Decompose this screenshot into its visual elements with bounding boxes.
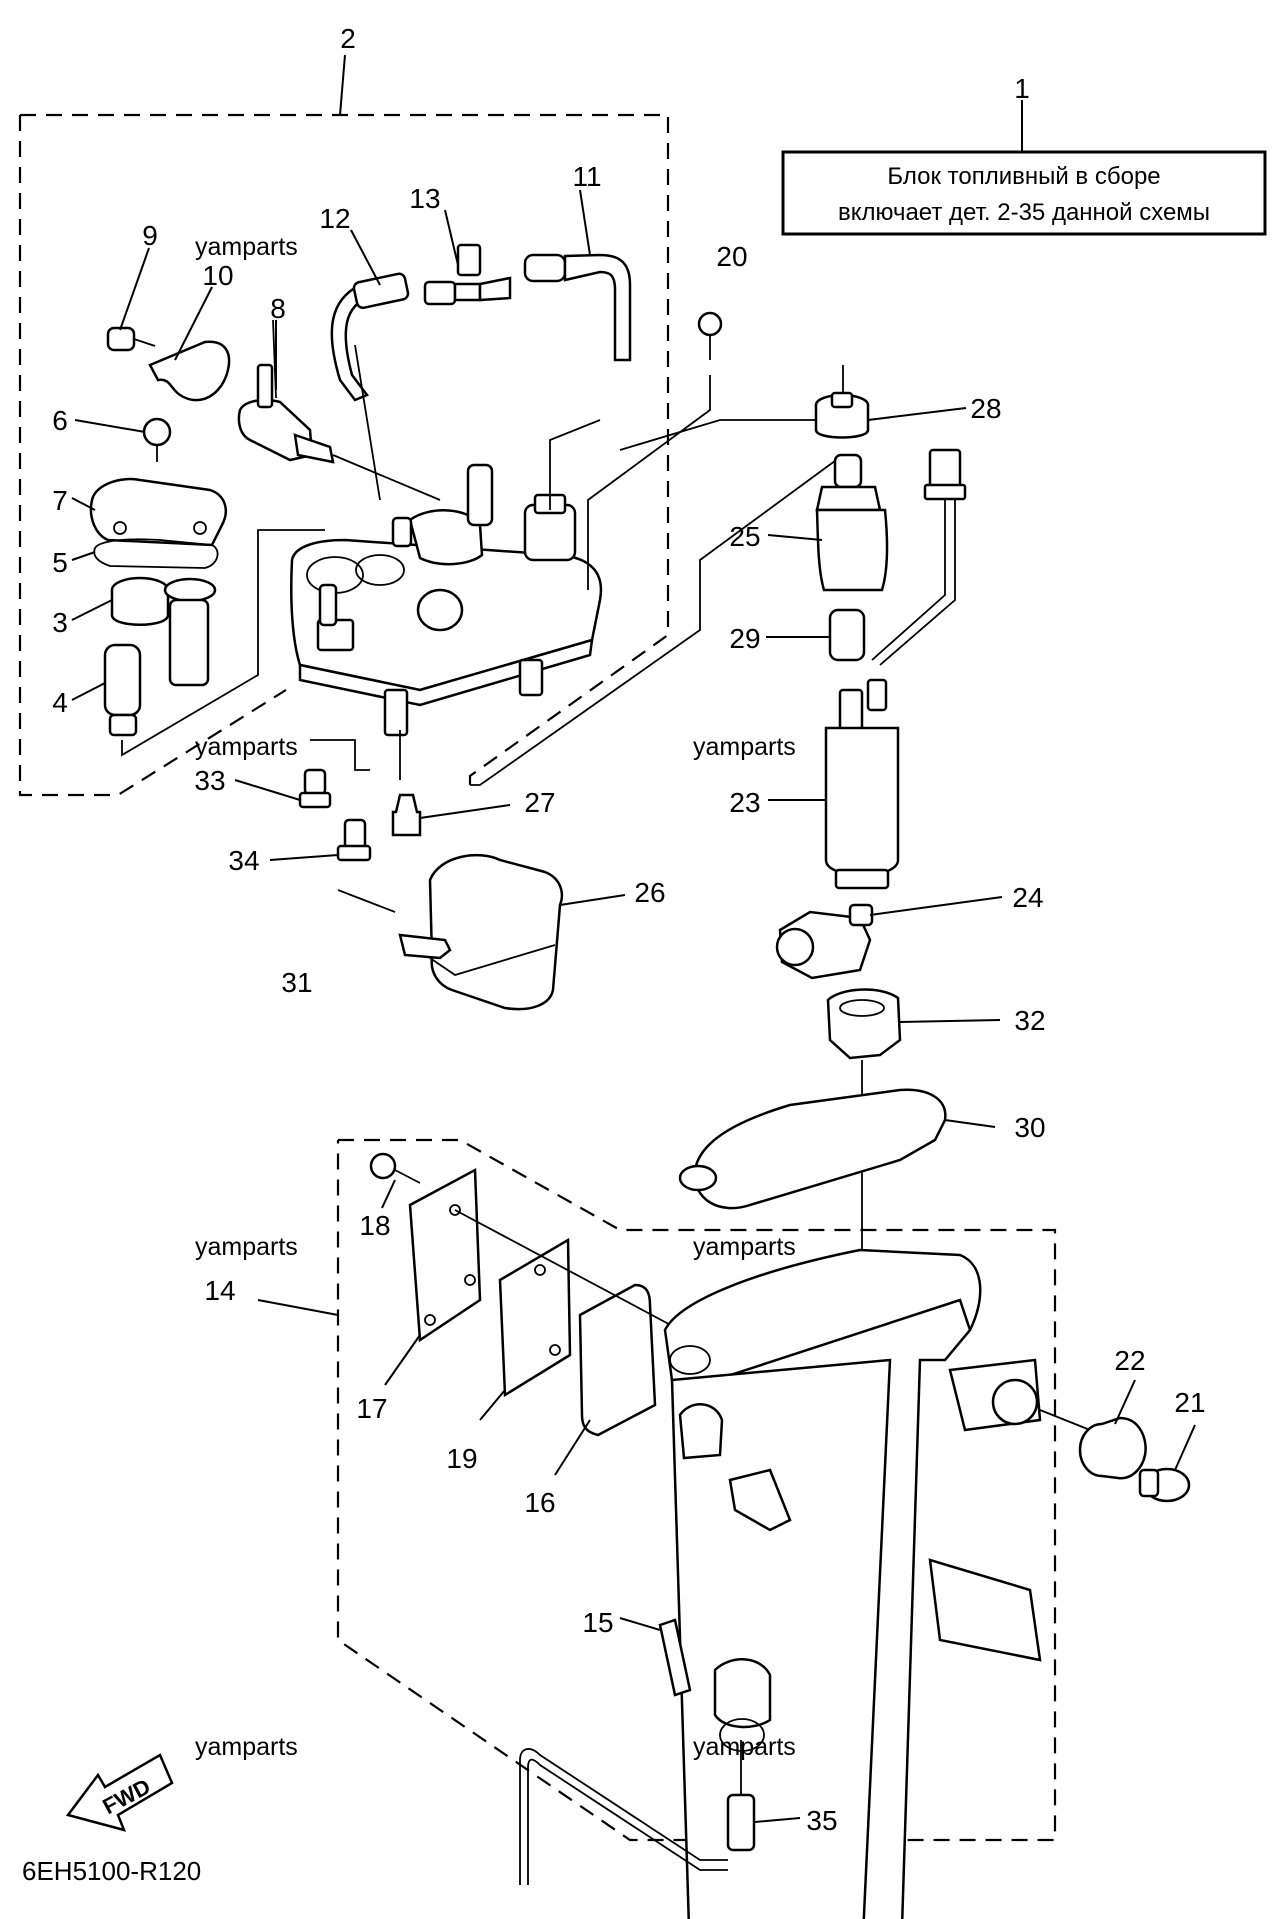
gasket-30 [678, 1088, 947, 1210]
callout-22: 22 [1114, 1345, 1145, 1376]
callout-19: 19 [446, 1443, 477, 1474]
callout-12: 12 [319, 203, 350, 234]
callout-14: 14 [204, 1275, 235, 1306]
callout-3: 3 [52, 607, 68, 638]
callout-1: 1 [1014, 73, 1030, 104]
callout-35: 35 [806, 1805, 837, 1836]
left-small-parts [89, 326, 231, 737]
callout-24: 24 [1012, 882, 1043, 913]
note-line-1: Блок топливный в сборе [887, 163, 1160, 190]
cover-part [337, 853, 564, 1011]
callout-31: 31 [281, 967, 312, 998]
watermark: yamparts [693, 733, 796, 761]
group-2-leaders [121, 344, 844, 786]
callout-20: 20 [716, 241, 747, 272]
watermark: yamparts [195, 733, 298, 761]
callout-leaders [71, 247, 1196, 1823]
callout-33: 33 [194, 765, 225, 796]
small-fasteners [298, 311, 723, 862]
watermark: yamparts [195, 233, 298, 261]
callout-23: 23 [729, 787, 760, 818]
callout-labels: 1 2 3 4 5 6 7 8 9 10 11 12 13 14 15 16 1… [52, 23, 1205, 1836]
callout-4: 4 [52, 687, 68, 718]
hose-assembly [330, 189, 632, 402]
watermark: yamparts [195, 1233, 298, 1261]
separator-lower-body [658, 1248, 1091, 1919]
group-14-boundary [257, 1138, 1057, 1842]
callout-28: 28 [970, 393, 1001, 424]
callout-2: 2 [340, 23, 356, 54]
callout-16: 16 [524, 1487, 555, 1518]
callout-25: 25 [729, 521, 760, 552]
callout-32: 32 [1014, 1005, 1045, 1036]
callout-27: 27 [524, 787, 555, 818]
callout-13: 13 [409, 183, 440, 214]
note-line-2: включает дет. 2-35 данной схемы [838, 199, 1210, 226]
drawing-code: 6EH5100-R120 [22, 1856, 201, 1886]
callout-30: 30 [1014, 1112, 1045, 1143]
callout-18: 18 [359, 1210, 390, 1241]
callout-10: 10 [202, 260, 233, 291]
watermark: yamparts [693, 1733, 796, 1761]
watermark: yamparts [195, 1733, 298, 1761]
callout-11: 11 [572, 161, 601, 192]
watermark: yamparts [693, 1233, 796, 1261]
assembly-note: Блок топливный в сборе включает дет. 2-3… [781, 100, 1267, 236]
plate-set [369, 1152, 681, 1437]
callout-5: 5 [52, 547, 68, 578]
fwd-arrow-icon: FWD [65, 1753, 174, 1832]
mount-parts [1078, 1416, 1191, 1503]
callout-6: 6 [52, 405, 68, 436]
group-2-boundary [18, 54, 670, 797]
separator-top-body [237, 319, 603, 737]
callout-7: 7 [52, 485, 68, 516]
callout-26: 26 [634, 877, 665, 908]
callout-34: 34 [228, 845, 259, 876]
callout-15: 15 [582, 1607, 613, 1638]
watermarks: yamparts yamparts yamparts yamparts yamp… [195, 233, 796, 1761]
fuel-pump-stack [775, 391, 967, 1340]
callout-17: 17 [356, 1393, 387, 1424]
callout-9: 9 [142, 220, 158, 251]
pipe-35 [519, 1740, 756, 1885]
callout-29: 29 [729, 623, 760, 654]
callout-8: 8 [270, 293, 286, 324]
callout-21: 21 [1174, 1387, 1205, 1418]
